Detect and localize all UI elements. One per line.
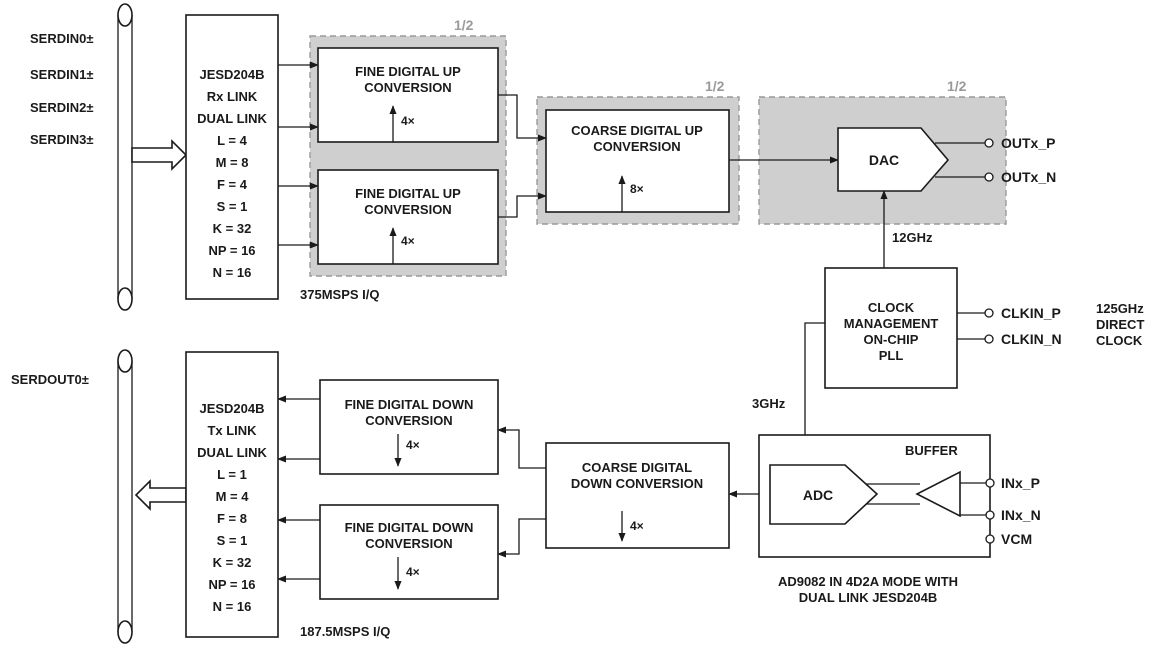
rx-line-8: K = 32 xyxy=(213,221,252,236)
serdin0-label: SERDIN0± xyxy=(30,31,93,46)
outx-n-pin xyxy=(984,172,994,182)
tx-line-1: JESD204B xyxy=(199,401,264,416)
cduc-block xyxy=(545,109,730,213)
jesd-rx-block xyxy=(185,14,279,300)
freq-3ghz: 3GHz xyxy=(752,396,786,411)
rx-line-1: JESD204B xyxy=(199,67,264,82)
fduc-block-1 xyxy=(317,47,499,143)
outx-p-pin xyxy=(984,138,994,148)
rx-line-5: M = 8 xyxy=(216,155,249,170)
fduc2-line1: FINE DIGITAL UP xyxy=(355,186,461,201)
tx-line-4: L = 1 xyxy=(217,467,247,482)
clkin-p-pin xyxy=(984,308,994,318)
serdin-hollow-arrow xyxy=(131,139,188,171)
clkin-n-label: CLKIN_N xyxy=(1001,331,1062,347)
tx-line-10: N = 16 xyxy=(213,599,252,614)
fduc2-line2: CONVERSION xyxy=(364,202,451,217)
rx-line-6: F = 4 xyxy=(217,177,248,192)
fddc-block-1 xyxy=(319,379,499,475)
dac-group-label: 1/2 xyxy=(947,78,967,94)
clock-line2: MANAGEMENT xyxy=(844,316,939,331)
inx-n-pin xyxy=(985,510,995,520)
serdin2-label: SERDIN2± xyxy=(30,100,93,115)
clock-line4: PLL xyxy=(879,348,904,363)
tx-line-3: DUAL LINK xyxy=(197,445,267,460)
cduc-factor: 8× xyxy=(630,182,644,196)
fddc2-line1: FINE DIGITAL DOWN xyxy=(345,520,474,535)
clock-management-block xyxy=(824,267,958,389)
buffer-label: BUFFER xyxy=(905,443,958,458)
cduc-line1: COARSE DIGITAL UP xyxy=(571,123,703,138)
rate-187-label: 187.5MSPS I/Q xyxy=(300,624,390,639)
cduc-group-label: 1/2 xyxy=(705,78,725,94)
cddc-line1: COARSE DIGITAL xyxy=(582,460,692,475)
fduc1-line1: FINE DIGITAL UP xyxy=(355,64,461,79)
fddc2-factor: 4× xyxy=(406,565,420,579)
cddc-block xyxy=(545,442,730,549)
direct-clock-line1: 125GHz xyxy=(1096,301,1144,316)
outx-n-label: OUTx_N xyxy=(1001,169,1056,185)
tx-line-8: K = 32 xyxy=(213,555,252,570)
vcm-label: VCM xyxy=(1001,531,1032,547)
adc-label: ADC xyxy=(803,487,833,503)
fddc2-line2: CONVERSION xyxy=(365,536,452,551)
clkin-n-pin xyxy=(984,334,994,344)
rx-line-4: L = 4 xyxy=(217,133,248,148)
vcm-pin xyxy=(985,534,995,544)
fddc1-line2: CONVERSION xyxy=(365,413,452,428)
cddc-line2: DOWN CONVERSION xyxy=(571,476,703,491)
rx-line-10: N = 16 xyxy=(213,265,252,280)
caption-line1: AD9082 IN 4D2A MODE WITH xyxy=(778,574,958,589)
serdout-hollow-arrow xyxy=(134,479,187,511)
fddc1-factor: 4× xyxy=(406,438,420,452)
rx-line-7: S = 1 xyxy=(217,199,248,214)
jesd-tx-block xyxy=(185,351,279,638)
dac-label: DAC xyxy=(869,152,899,168)
fduc-group-label: 1/2 xyxy=(454,17,474,33)
freq-12ghz: 12GHz xyxy=(892,230,933,245)
tx-line-5: M = 4 xyxy=(216,489,250,504)
adc-block xyxy=(769,464,879,525)
rate-375-label: 375MSPS I/Q xyxy=(300,287,379,302)
outx-p-label: OUTx_P xyxy=(1001,135,1055,151)
buffer-amp-icon xyxy=(915,470,961,518)
serdin3-label: SERDIN3± xyxy=(30,132,93,147)
rx-line-2: Rx LINK xyxy=(207,89,258,104)
tx-line-9: NP = 16 xyxy=(208,577,255,592)
serdout-bus xyxy=(117,349,133,644)
tx-line-7: S = 1 xyxy=(217,533,248,548)
inx-n-label: INx_N xyxy=(1001,507,1041,523)
tx-line-6: F = 8 xyxy=(217,511,247,526)
clkin-p-label: CLKIN_P xyxy=(1001,305,1061,321)
serdin1-label: SERDIN1± xyxy=(30,67,93,82)
caption-line2: DUAL LINK JESD204B xyxy=(799,590,937,605)
fduc1-line2: CONVERSION xyxy=(364,80,451,95)
dac-block xyxy=(837,127,950,192)
cduc-line2: CONVERSION xyxy=(593,139,680,154)
fduc-block-2 xyxy=(317,169,499,265)
direct-clock-line2: DIRECT xyxy=(1096,317,1144,332)
inx-p-label: INx_P xyxy=(1001,475,1040,491)
serdout0-label: SERDOUT0± xyxy=(11,372,89,387)
clock-line1: CLOCK xyxy=(868,300,915,315)
clock-line3: ON-CHIP xyxy=(864,332,919,347)
direct-clock-line3: CLOCK xyxy=(1096,333,1143,348)
serdin-bus xyxy=(117,3,133,311)
tx-line-2: Tx LINK xyxy=(207,423,257,438)
fddc1-line1: FINE DIGITAL DOWN xyxy=(345,397,474,412)
fddc-block-2 xyxy=(319,504,499,600)
rx-line-3: DUAL LINK xyxy=(197,111,267,126)
fduc2-factor: 4× xyxy=(401,234,415,248)
rx-line-9: NP = 16 xyxy=(208,243,255,258)
fduc1-factor: 4× xyxy=(401,114,415,128)
cddc-factor: 4× xyxy=(630,519,644,533)
inx-p-pin xyxy=(985,478,995,488)
